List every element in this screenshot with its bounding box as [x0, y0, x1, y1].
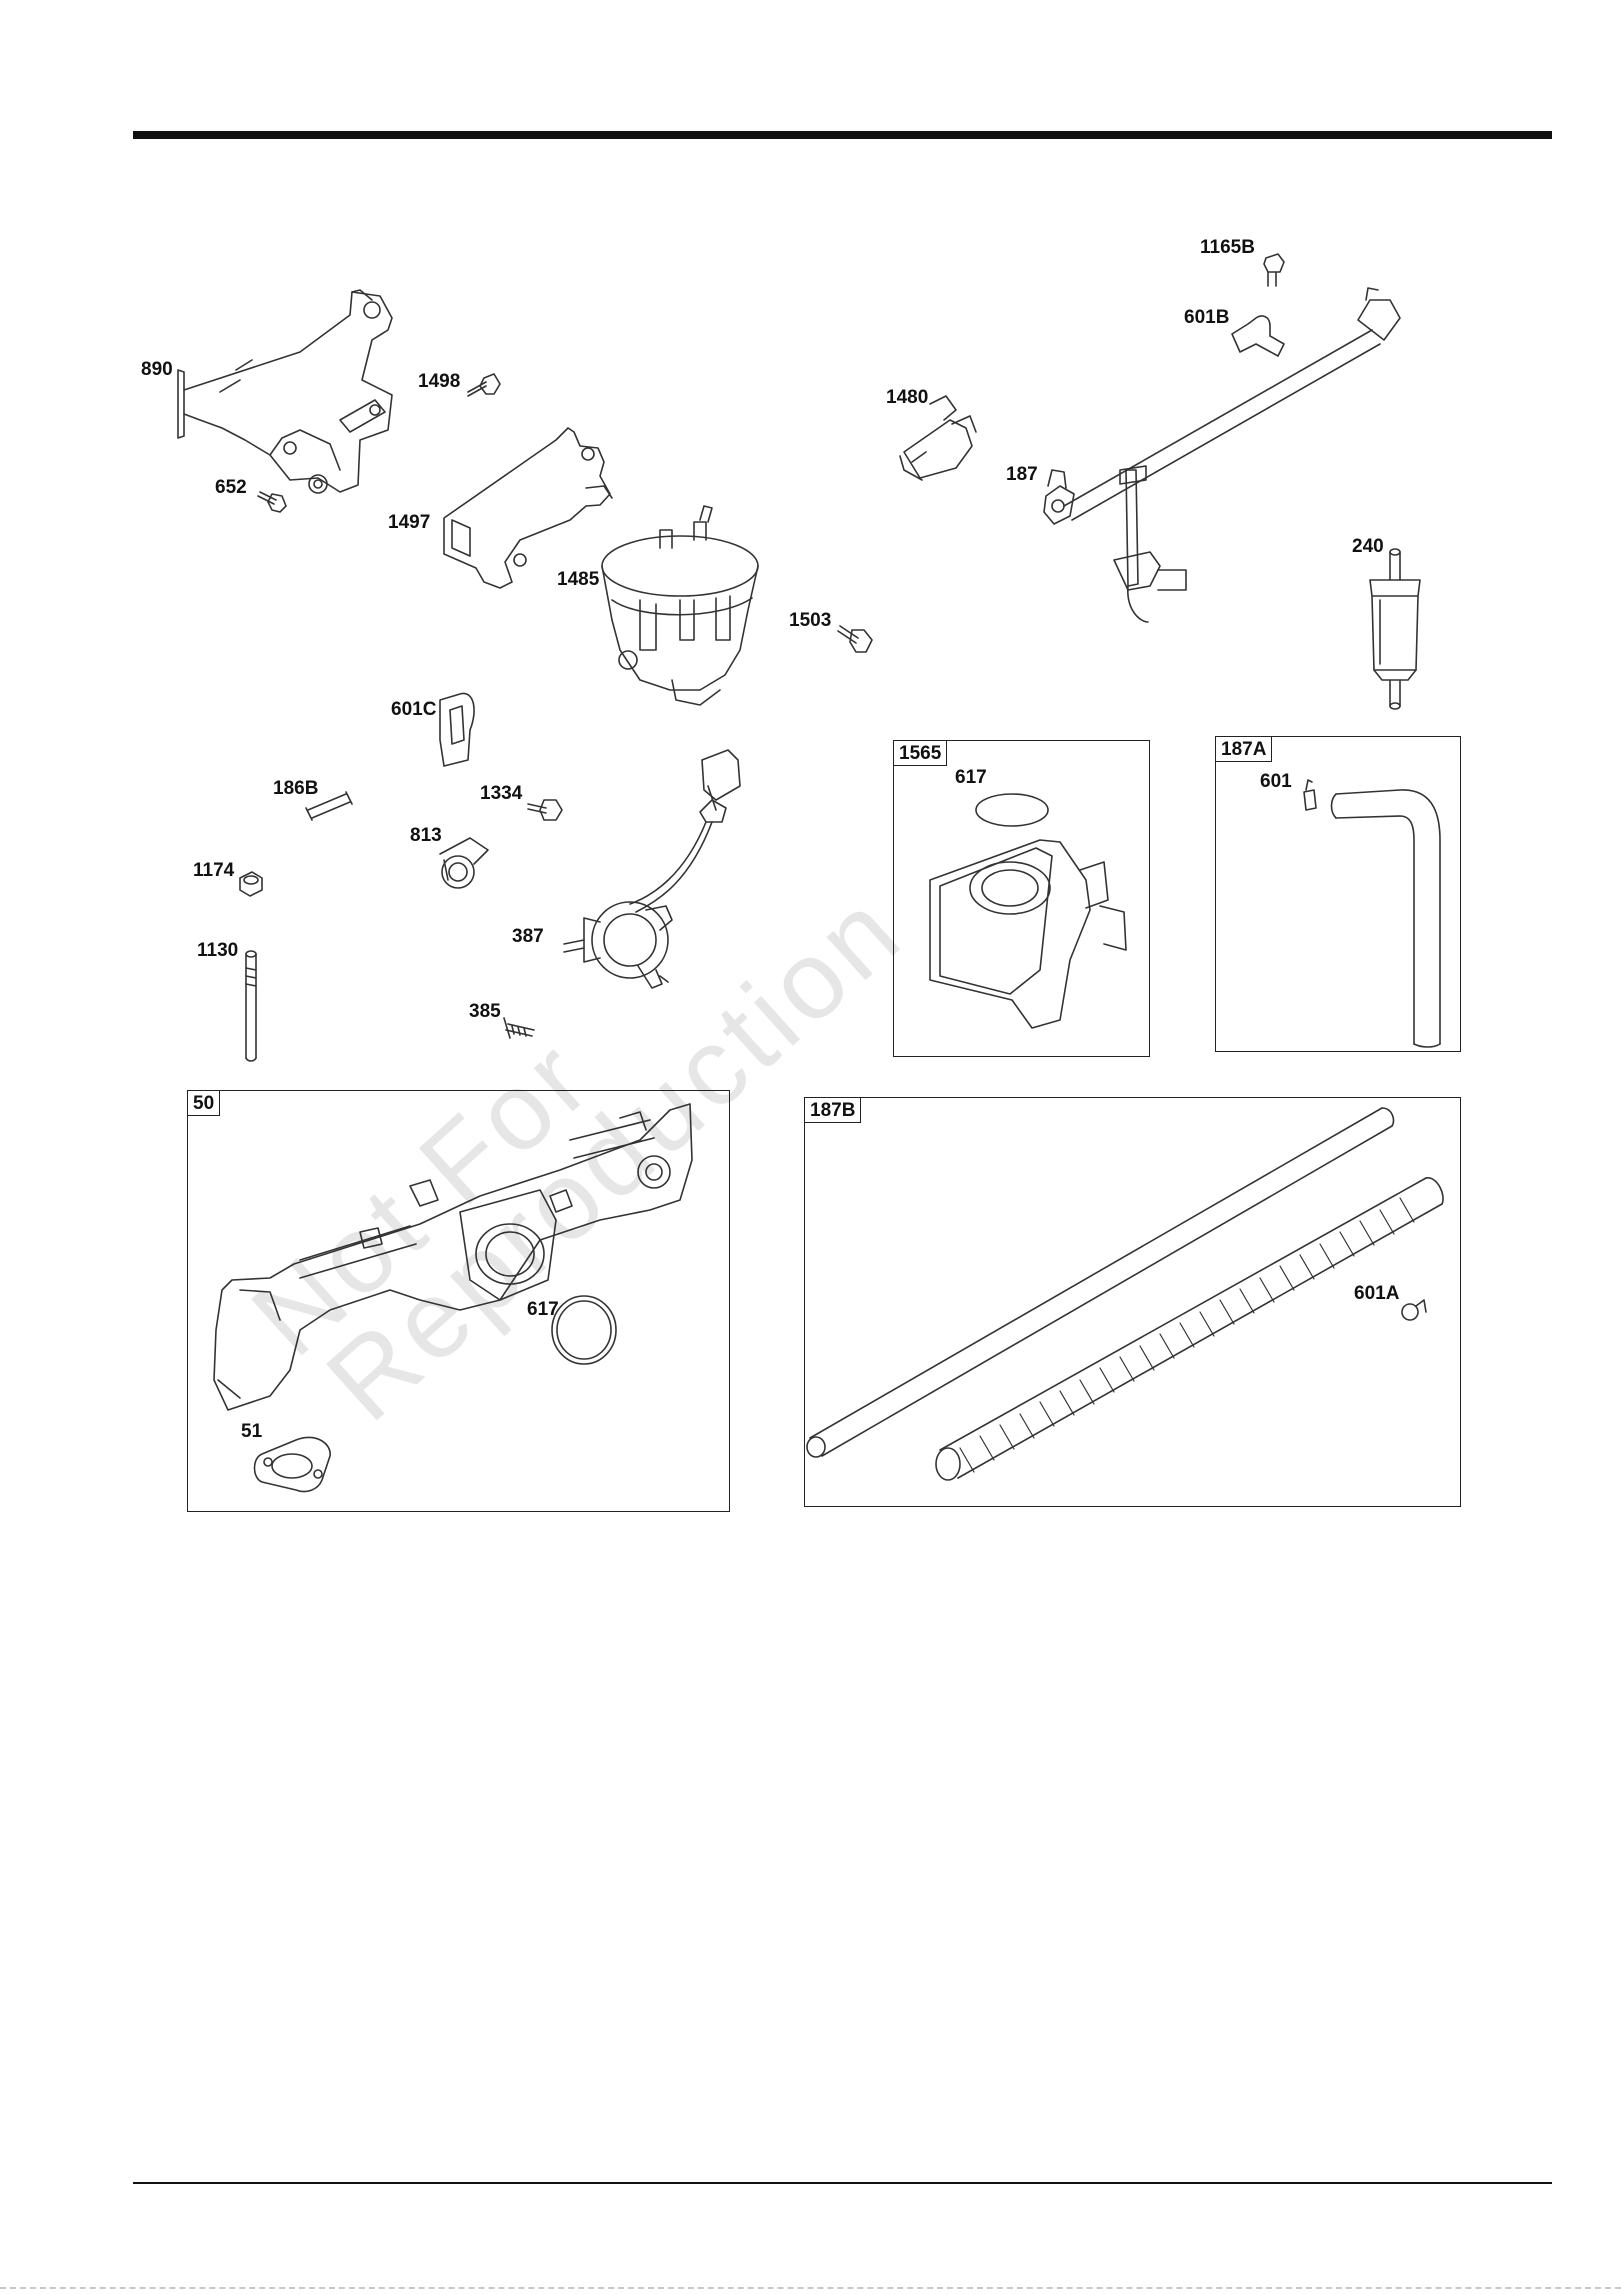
label-652: 652: [215, 478, 247, 497]
label-1498: 1498: [418, 372, 460, 391]
label-601A: 601A: [1354, 1284, 1399, 1303]
bracket-890: [178, 290, 392, 493]
label-1485: 1485: [557, 570, 599, 589]
stud-1130: [246, 951, 256, 1061]
screw-385: [504, 1018, 534, 1038]
label-617-box1565: 617: [955, 768, 987, 787]
label-890: 890: [141, 360, 173, 379]
fuel-line-187: [1044, 288, 1400, 622]
clip-601: [1304, 780, 1316, 810]
throttle-body-1565: [930, 794, 1126, 1028]
label-1480: 1480: [886, 388, 928, 407]
label-1334: 1334: [480, 784, 522, 803]
label-601C: 601C: [391, 700, 436, 719]
fuel-module-1485: [602, 506, 758, 705]
label-813: 813: [410, 826, 442, 845]
label-387: 387: [512, 927, 544, 946]
gasket-51: [255, 1437, 331, 1491]
label-601-box187A: 601: [1260, 772, 1292, 791]
tube-smooth-187B: [807, 1108, 1394, 1457]
bolt-1498: [468, 374, 500, 396]
label-51: 51: [241, 1422, 262, 1441]
label-1130: 1130: [197, 941, 238, 960]
clamp-601A: [1402, 1300, 1426, 1320]
clamp-601B: [1232, 316, 1284, 356]
label-240: 240: [1352, 537, 1384, 556]
label-385: 385: [469, 1002, 501, 1021]
label-601B: 601B: [1184, 308, 1229, 327]
bracket-1497: [444, 428, 612, 588]
label-1503: 1503: [789, 611, 831, 630]
bolt-1503: [838, 626, 872, 652]
label-1165B: 1165B: [1200, 238, 1255, 257]
o-ring-617-box50: [552, 1296, 616, 1364]
fuel-pump-387: [564, 750, 740, 988]
label-187: 187: [1006, 465, 1038, 484]
label-1497: 1497: [388, 513, 430, 532]
label-1174: 1174: [193, 861, 234, 880]
nut-1174: [240, 872, 262, 896]
manifold-50: [214, 1104, 692, 1410]
fuel-filter-240: [1370, 549, 1420, 709]
injector-1480: [900, 396, 976, 480]
tube-corrugated-187B: [936, 1178, 1443, 1480]
hose-187A: [1332, 790, 1441, 1047]
label-186B: 186B: [273, 779, 318, 798]
label-617-box50: 617: [527, 1300, 559, 1319]
clip-601C: [440, 693, 474, 766]
bolt-1165B: [1264, 254, 1284, 286]
bolt-1334: [528, 800, 562, 820]
clamp-813: [440, 838, 488, 888]
bolt-652: [258, 492, 286, 512]
